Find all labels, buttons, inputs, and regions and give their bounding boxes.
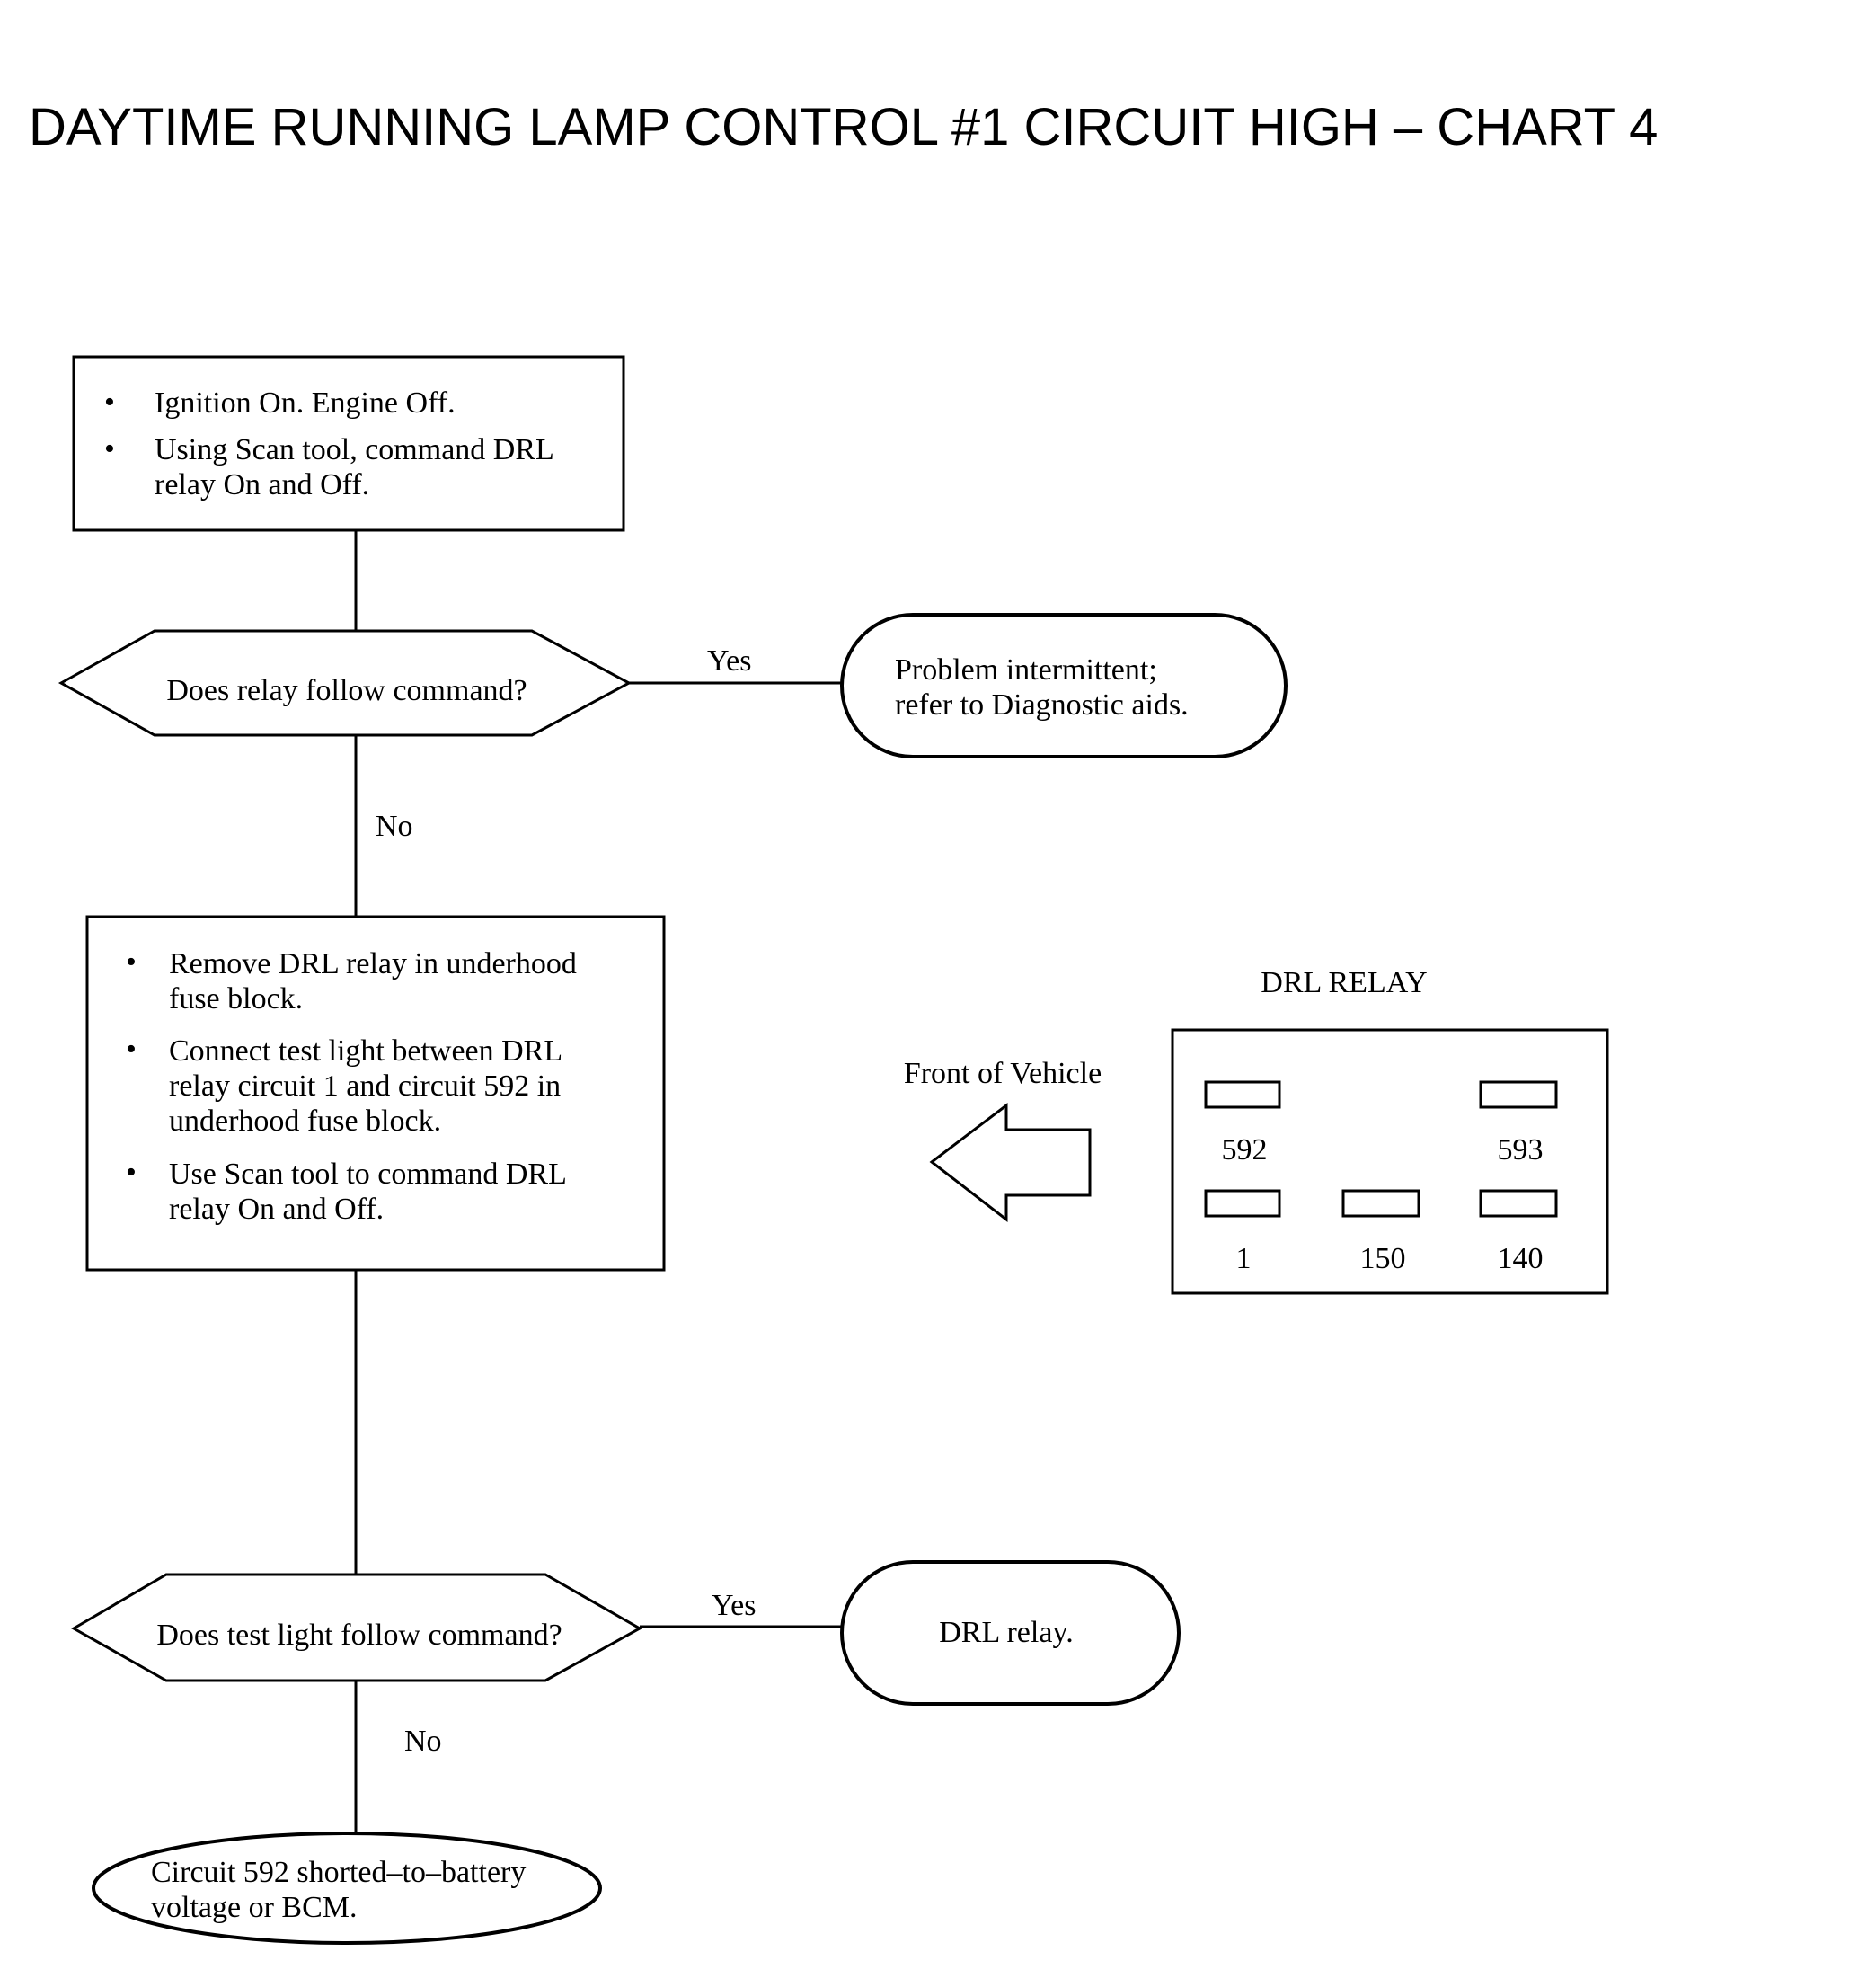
terminal-label-1: 1 bbox=[1236, 1242, 1252, 1275]
step2-bullet-3-line-1: Use Scan tool to command DRL bbox=[169, 1158, 567, 1191]
page-title: DAYTIME RUNNING LAMP CONTROL #1 CIRCUIT … bbox=[29, 98, 1659, 156]
result3-line-2: voltage or BCM. bbox=[151, 1891, 357, 1924]
decision1-question: Does relay follow command? bbox=[166, 674, 527, 707]
step2-bullet-1-line-1: Remove DRL relay in underhood bbox=[169, 947, 577, 980]
terminal-label-593: 593 bbox=[1498, 1133, 1544, 1166]
terminal-label-592: 592 bbox=[1222, 1133, 1268, 1166]
relay-terminal-1 bbox=[1204, 1189, 1281, 1218]
relay-diagram-box bbox=[1171, 1028, 1609, 1295]
terminal-label-140: 140 bbox=[1498, 1242, 1544, 1275]
decision2-question: Does test light follow command? bbox=[156, 1619, 562, 1652]
step2-bullet-3: • Use Scan tool to command DRL relay On … bbox=[126, 1156, 567, 1226]
step2-bullet-2-line-1: Connect test light between DRL bbox=[169, 1034, 562, 1068]
decision2-yes-label: Yes bbox=[712, 1589, 756, 1622]
relay-terminal-150 bbox=[1341, 1189, 1420, 1218]
step1-bullet-2: • Using Scan tool, command DRL relay On … bbox=[104, 432, 554, 501]
step1-bullet-1: • Ignition On. Engine Off. bbox=[104, 386, 456, 420]
result1-terminator bbox=[840, 613, 1288, 758]
step2-bullet-2-line-2: relay circuit 1 and circuit 592 in bbox=[169, 1069, 561, 1103]
step1-bullet-1-line-1: Ignition On. Engine Off. bbox=[155, 386, 456, 420]
decision2-hexagon bbox=[70, 1573, 643, 1682]
step2-box bbox=[85, 915, 666, 1272]
relay-terminal-140 bbox=[1479, 1189, 1558, 1218]
decision1-no-label: No bbox=[376, 810, 413, 843]
result3-terminator bbox=[92, 1832, 602, 1945]
step1-bullet-2-line-2: relay On and Off. bbox=[155, 468, 369, 501]
decision2-no-label: No bbox=[404, 1725, 442, 1758]
result2-terminator bbox=[840, 1560, 1181, 1706]
result1-line-2: refer to Diagnostic aids. bbox=[895, 688, 1189, 722]
result2-text: DRL relay. bbox=[939, 1616, 1073, 1649]
decision1-yes-label: Yes bbox=[707, 644, 751, 678]
result1-line-1: Problem intermittent; bbox=[895, 653, 1157, 687]
step1-box bbox=[72, 355, 625, 532]
relay-terminal-593 bbox=[1479, 1080, 1558, 1109]
front-of-vehicle-label: Front of Vehicle bbox=[904, 1057, 1102, 1090]
decision1-hexagon bbox=[58, 629, 633, 737]
bullet-dot: • bbox=[104, 386, 115, 419]
terminal-label-150: 150 bbox=[1360, 1242, 1406, 1275]
step2-bullet-1: • Remove DRL relay in underhood fuse blo… bbox=[126, 945, 577, 1016]
bullet-dot: • bbox=[104, 432, 115, 466]
bullet-dot: • bbox=[126, 1156, 137, 1189]
bullet-dot: • bbox=[126, 1033, 137, 1066]
step2-bullet-3-line-2: relay On and Off. bbox=[169, 1193, 384, 1226]
result3-line-1: Circuit 592 shorted–to–battery bbox=[151, 1856, 526, 1889]
step2-bullet-2: • Connect test light between DRL relay c… bbox=[126, 1033, 562, 1138]
step1-bullet-2-line-1: Using Scan tool, command DRL bbox=[155, 433, 554, 466]
relay-terminal-592 bbox=[1204, 1080, 1281, 1109]
bullet-dot: • bbox=[126, 945, 137, 979]
step2-bullet-1-line-2: fuse block. bbox=[169, 982, 303, 1016]
front-arrow-icon bbox=[929, 1102, 1092, 1223]
relay-title: DRL RELAY bbox=[1261, 966, 1427, 999]
step2-bullet-2-line-3: underhood fuse block. bbox=[169, 1104, 441, 1138]
